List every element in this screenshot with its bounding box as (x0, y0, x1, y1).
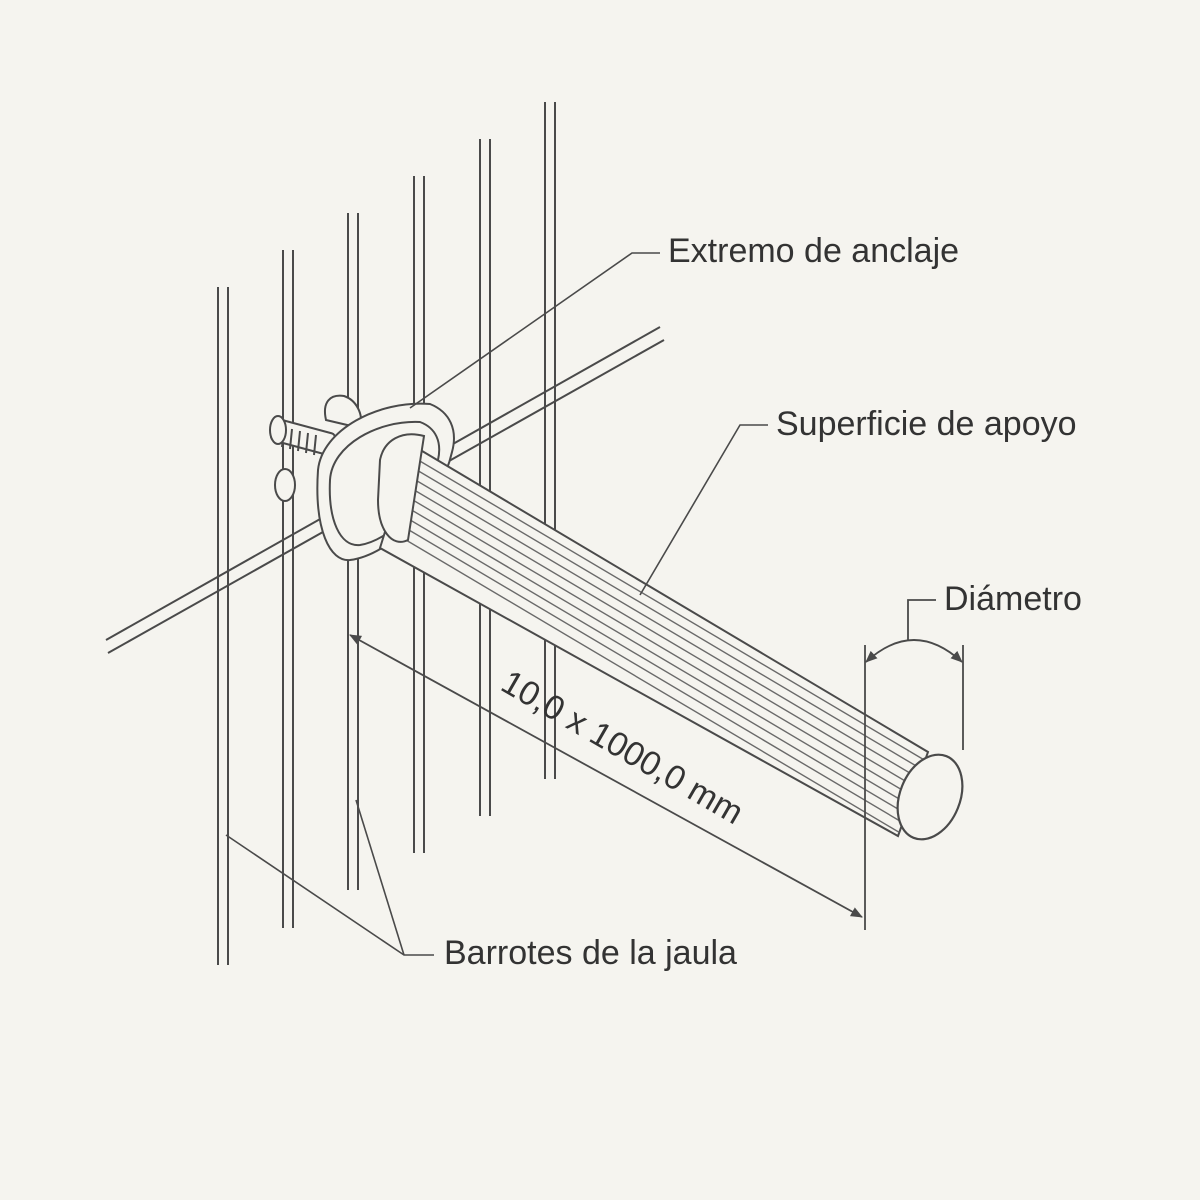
diameter-dimension (864, 599, 964, 930)
anchor-bolt (269, 394, 362, 502)
cage-bars-label: Barrotes de la jaula (444, 934, 737, 972)
length-dimension (349, 634, 863, 918)
diameter-label: Diámetro (944, 580, 1082, 618)
bearing-surface-label: Superficie de apoyo (776, 405, 1077, 443)
anchor-end-label: Extremo de anclaje (668, 232, 960, 270)
